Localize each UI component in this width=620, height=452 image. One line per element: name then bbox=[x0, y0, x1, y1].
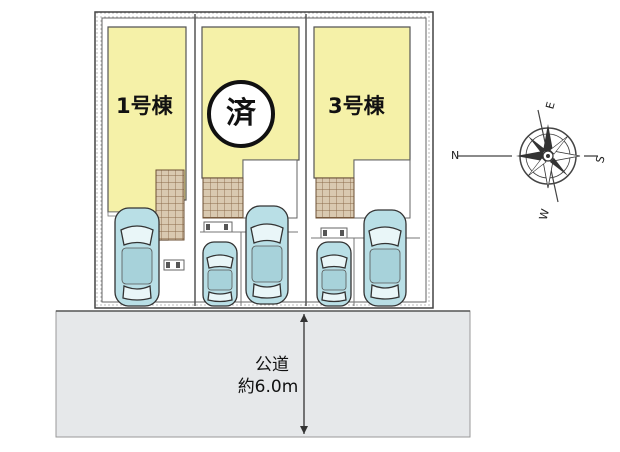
lot-3 bbox=[311, 26, 420, 306]
public-road bbox=[55, 310, 471, 438]
lot-1-entry-tiles bbox=[155, 169, 185, 241]
lot-dividers bbox=[194, 14, 307, 306]
road-width: 約6.0m bbox=[237, 377, 299, 397]
cars bbox=[114, 205, 407, 307]
car-lot-3-large bbox=[363, 209, 407, 307]
car-lot-2-small bbox=[202, 241, 238, 307]
sold-mark: 済 bbox=[226, 96, 256, 131]
car-lot-1-large bbox=[114, 207, 160, 307]
car-lot-3-small bbox=[316, 241, 352, 307]
sold-badge: 済 bbox=[207, 80, 275, 148]
compass-north-label: N bbox=[451, 149, 460, 162]
car-lot-2-large bbox=[245, 205, 289, 305]
lot-3-entry-tiles bbox=[315, 177, 355, 219]
lot-3-label: 3号棟 bbox=[328, 94, 385, 118]
lot-1 bbox=[107, 26, 187, 271]
road-name: 公道 bbox=[255, 355, 289, 375]
compass-rose bbox=[458, 109, 598, 203]
lot-1-label: 1号棟 bbox=[116, 94, 173, 118]
lot-3-porch bbox=[353, 159, 411, 219]
lot-2-entry-tiles bbox=[202, 177, 244, 219]
